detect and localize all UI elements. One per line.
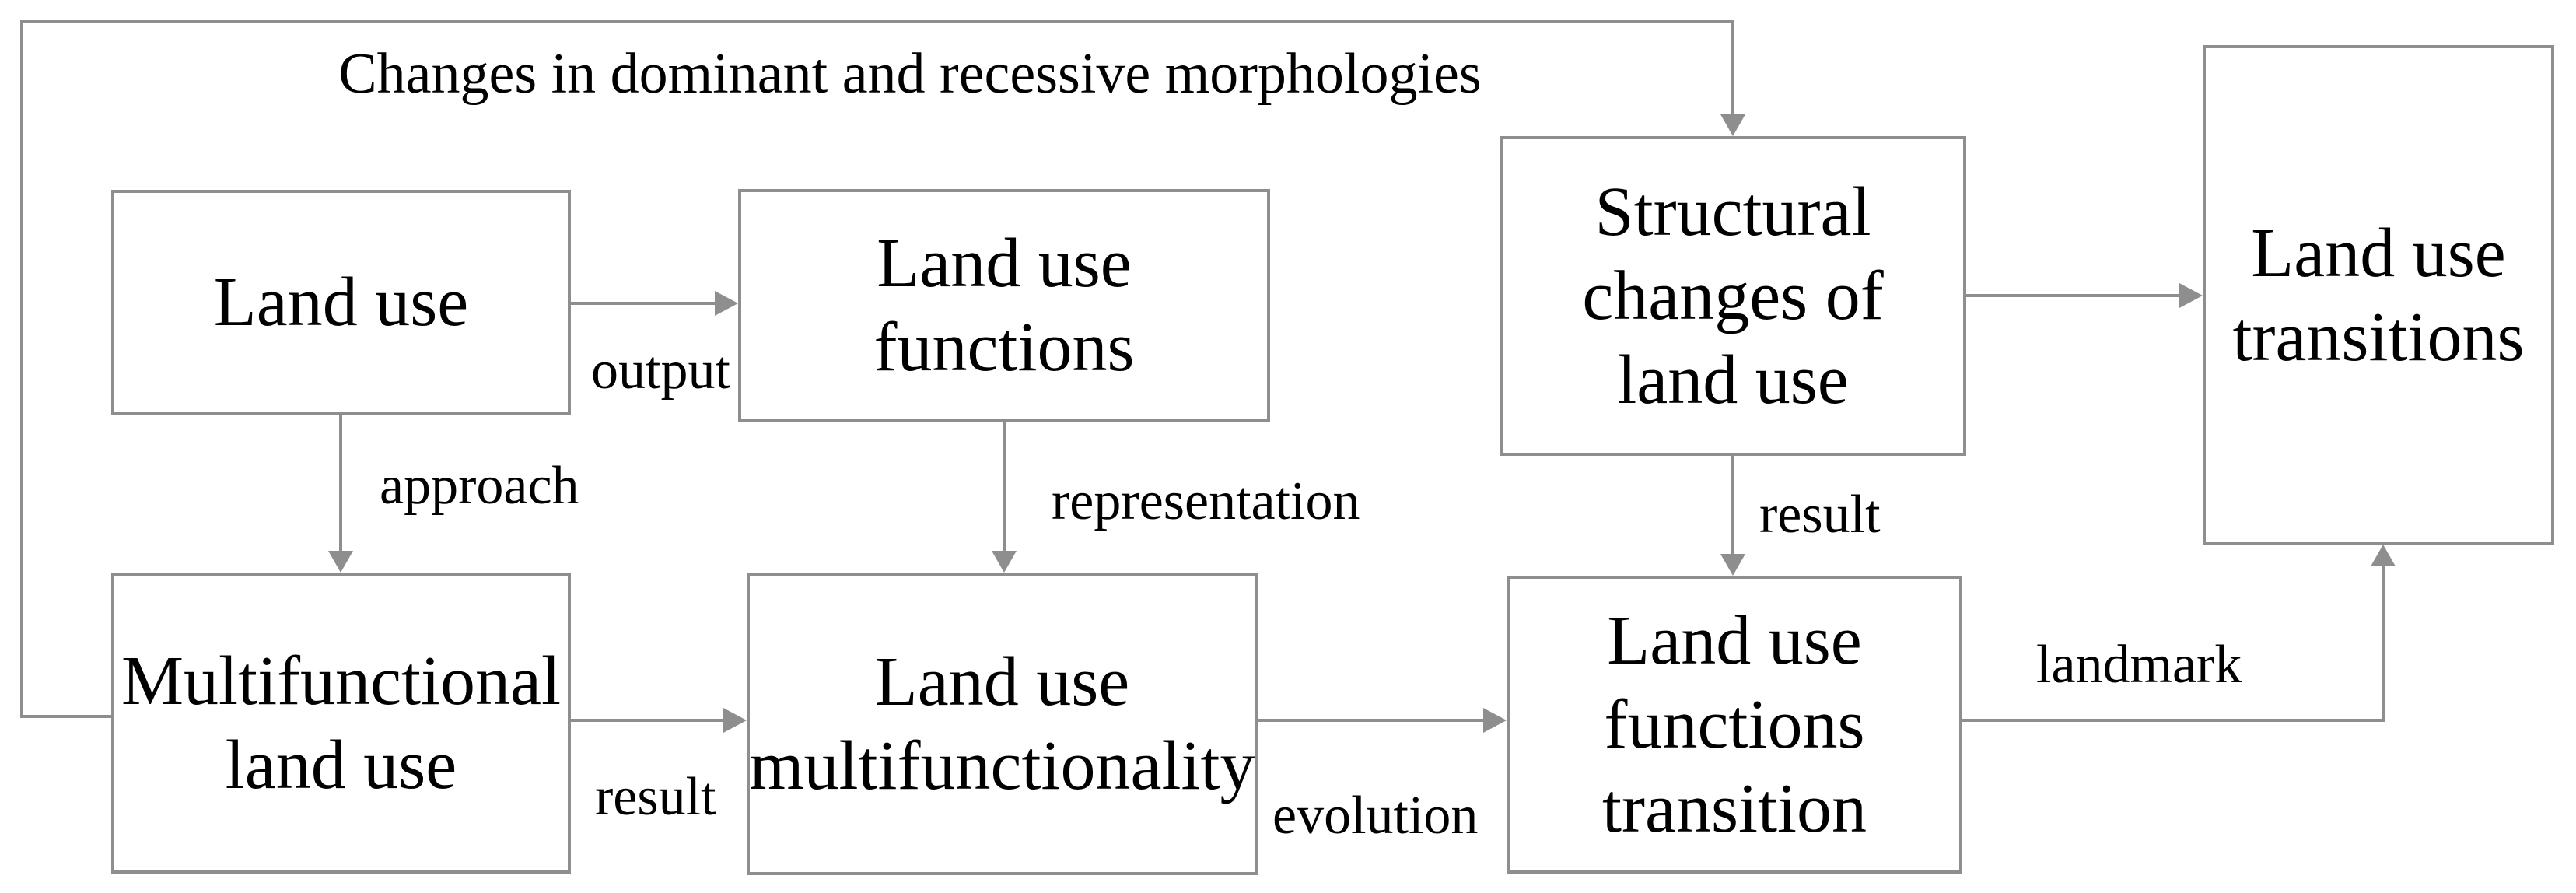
edge-label-output: output [591,341,730,401]
edge-label-result-right: result [1759,485,1881,545]
arrowhead-approach [328,551,353,573]
node-land-use-functions-transition-label: Land use functions transition [1602,601,1867,847]
connector-evolution-line [1258,719,1485,722]
connector-landmark-vline [2382,565,2385,722]
edge-label-result-left: result [595,767,716,827]
arrowhead-representation [992,551,1017,573]
connector-landmark-hline [1962,719,2385,722]
node-land-use-functions-transition: Land use functions transition [1507,576,1962,874]
connector-morphology-bottom-stub [20,715,114,718]
connector-structural-to-transitions-line [1966,294,2181,297]
arrowhead-landmark [2371,545,2396,566]
node-multifunctional-land-use: Multifunctional land use [111,573,571,874]
node-land-use-multifunctionality-label: Land use multifunctionality [749,643,1255,804]
node-structural-changes-label: Structural changes of land use [1582,173,1884,418]
connector-representation-line [1003,422,1006,552]
connector-approach-line [339,415,342,552]
connector-output-line [571,302,716,305]
arrowhead-structural-to-transitions [2179,283,2203,308]
diagram-title: Changes in dominant and recessive morpho… [338,42,1482,106]
node-multifunctional-land-use-label: Multifunctional land use [121,642,561,804]
edge-label-landmark: landmark [2036,635,2242,695]
arrowhead-result-left [723,708,747,733]
edge-label-representation: representation [1052,471,1360,531]
connector-result-left-line [571,719,725,722]
edge-label-approach: approach [380,456,579,516]
node-land-use: Land use [111,190,571,415]
arrowhead-output [715,291,738,316]
connector-result-right-line [1731,455,1734,555]
node-land-use-transitions-label: Land use transitions [2232,214,2525,376]
edge-label-evolution: evolution [1272,786,1479,846]
arrowhead-into-structural-changes-top [1720,114,1745,136]
node-land-use-functions: Land use functions [738,189,1270,422]
connector-morphology-right-drop [1731,23,1734,117]
node-land-use-label: Land use [213,264,469,341]
arrowhead-result-right [1720,554,1745,576]
connector-morphology-top-line [20,20,1734,23]
connector-morphology-left-line [20,20,23,718]
node-structural-changes: Structural changes of land use [1500,136,1966,456]
node-land-use-transitions: Land use transitions [2203,45,2554,545]
node-land-use-multifunctionality: Land use multifunctionality [747,573,1258,875]
arrowhead-evolution [1483,708,1507,733]
node-land-use-functions-label: Land use functions [873,225,1135,386]
